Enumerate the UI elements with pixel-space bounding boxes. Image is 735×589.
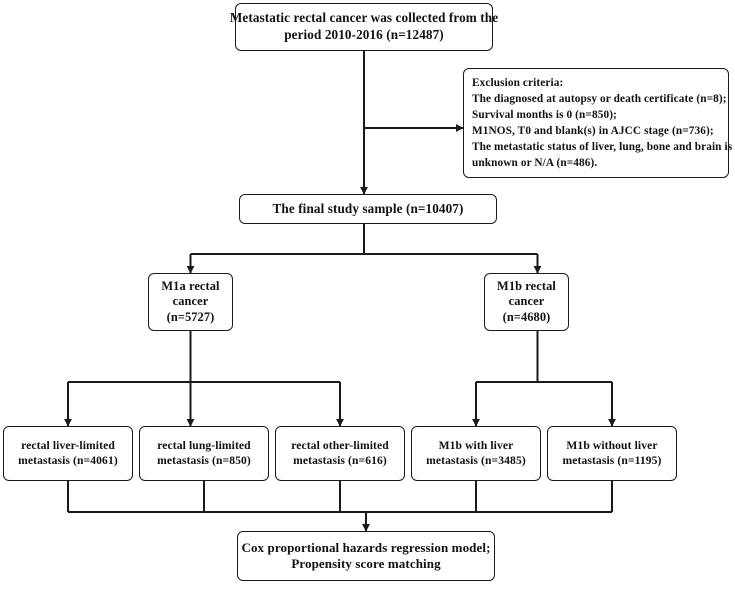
m1b-without-liver-line-1: M1b without liver	[566, 438, 658, 452]
m1a-rectal-cancer-box: M1a rectal cancer (n=5727)	[148, 273, 233, 331]
m1b-with-liver-line-1: M1b with liver	[438, 438, 514, 452]
exclusion-line-5: The metastatic status of liver, lung, bo…	[472, 141, 733, 154]
other-limited-line-1: rectal other-limited	[291, 438, 389, 452]
rectal-lung-limited-box: rectal lung-limited metastasis (n=850)	[139, 426, 269, 481]
liver-limited-line-1: rectal liver-limited	[21, 438, 115, 452]
m1a-line-3: (n=5727)	[166, 309, 215, 324]
lung-limited-line-1: rectal lung-limited	[157, 438, 251, 452]
liver-limited-line-2: metastasis (n=4061)	[18, 453, 118, 467]
m1b-without-liver-box: M1b without liver metastasis (n=1195)	[547, 426, 677, 481]
rectal-liver-limited-box: rectal liver-limited metastasis (n=4061)	[3, 426, 133, 481]
other-limited-line-2: metastasis (n=616)	[293, 453, 387, 467]
m1b-rectal-cancer-box: M1b rectal cancer (n=4680)	[484, 273, 569, 331]
exclusion-line-1: Exclusion criteria:	[472, 76, 564, 89]
final-study-sample-line-1: The final study sample (n=10407)	[272, 200, 464, 216]
m1b-with-liver-line-2: metastasis (n=3485)	[426, 453, 526, 467]
exclusion-line-4: M1NOS, T0 and blank(s) in AJCC stage (n=…	[472, 125, 714, 137]
m1b-without-liver-line-2: metastasis (n=1195)	[562, 453, 662, 467]
exclusion-line-2: The diagnosed at autopsy or death certif…	[472, 92, 727, 105]
source-cohort-line-2: period 2010-2016 (n=12487)	[284, 27, 444, 42]
analysis-line-1: Cox proportional hazards regression mode…	[241, 539, 491, 555]
exclusion-line-3: Survival months is 0 (n=850);	[472, 108, 617, 121]
lung-limited-line-2: metastasis (n=850)	[157, 453, 251, 467]
analysis-line-2: Propensity score matching	[291, 556, 441, 571]
exclusion-criteria-box: Exclusion criteria: The diagnosed at aut…	[463, 68, 733, 178]
rectal-other-limited-box: rectal other-limited metastasis (n=616)	[275, 426, 405, 481]
final-study-sample-box: The final study sample (n=10407)	[239, 194, 497, 224]
source-cohort-box: Metastatic rectal cancer was collected f…	[230, 3, 498, 51]
m1b-line-1: M1b rectal	[497, 278, 556, 293]
m1a-line-1: M1a rectal	[161, 278, 220, 293]
m1b-line-3: (n=4680)	[502, 309, 551, 324]
m1b-with-liver-box: M1b with liver metastasis (n=3485)	[411, 426, 541, 481]
statistical-analysis-box: Cox proportional hazards regression mode…	[237, 531, 495, 581]
exclusion-line-6: unknown or N/A (n=486).	[472, 157, 598, 170]
source-cohort-line-1: Metastatic rectal cancer was collected f…	[229, 10, 499, 26]
m1a-line-2: cancer	[172, 294, 209, 309]
m1b-line-2: cancer	[508, 294, 545, 309]
